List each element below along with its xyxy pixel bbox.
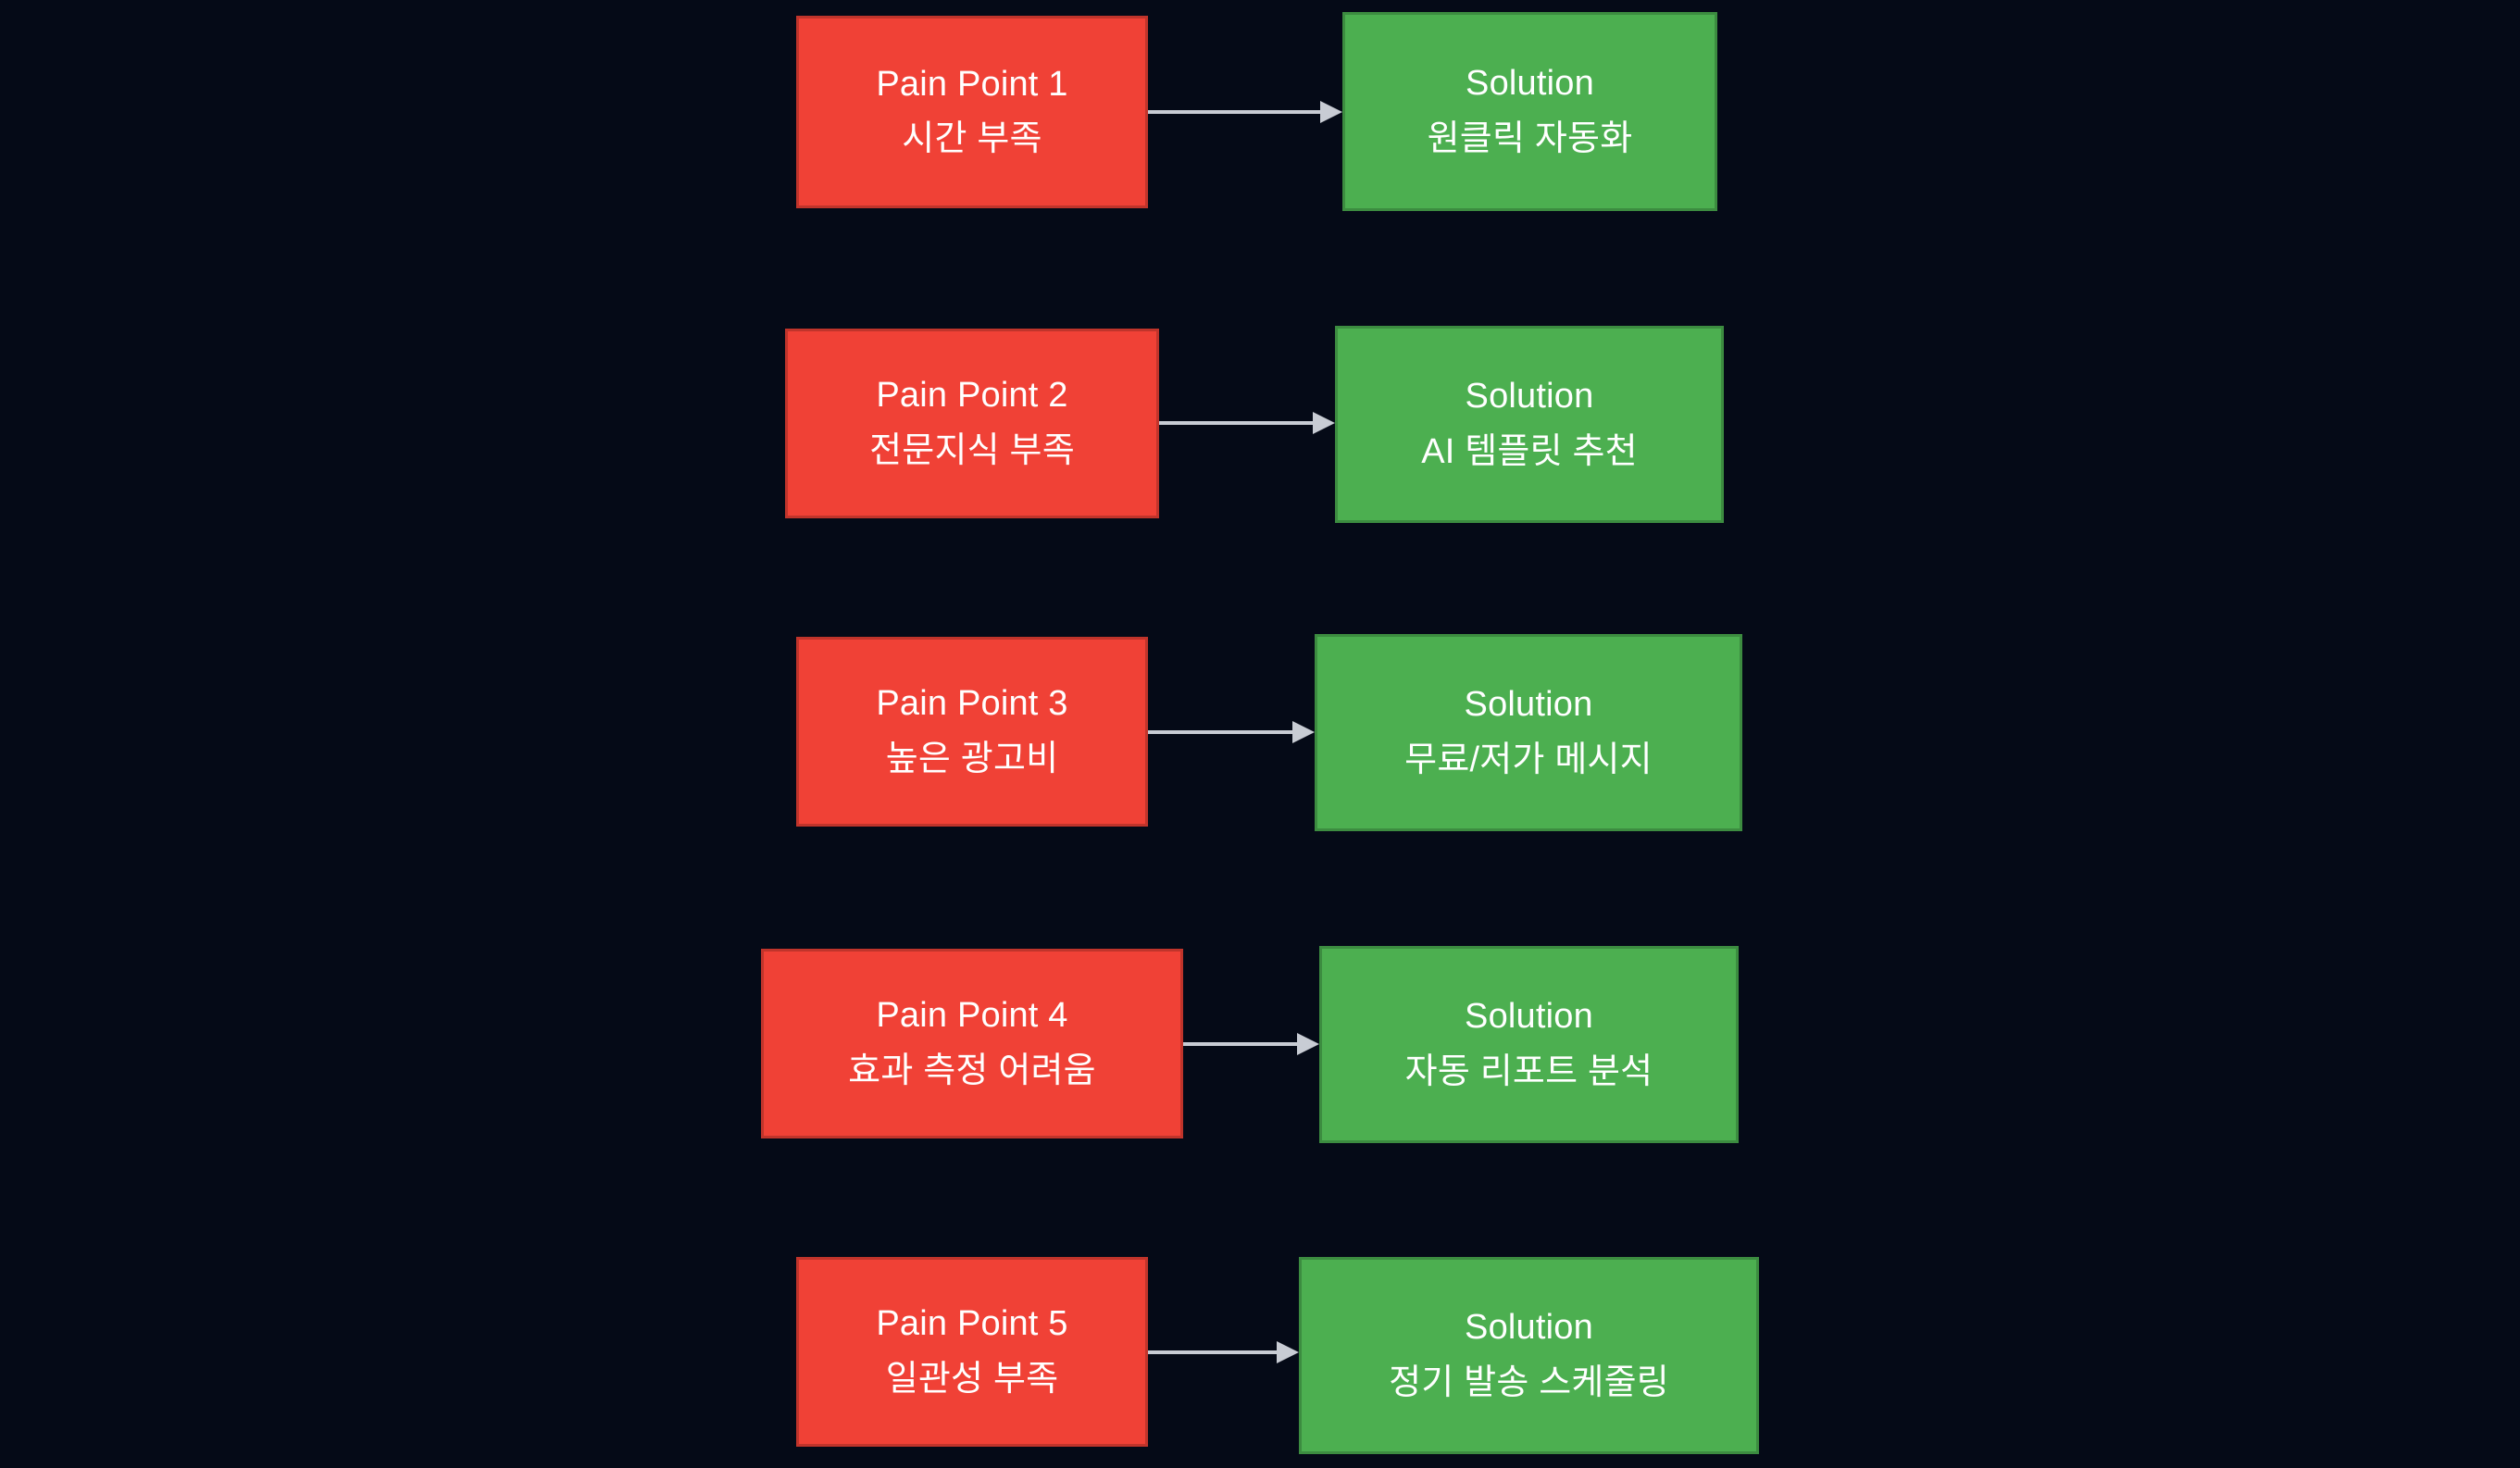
arrow-icon bbox=[1148, 721, 1315, 743]
pain-point-detail-5: 일관성 부족 bbox=[885, 1359, 1059, 1399]
pain-point-node-5[interactable]: Pain Point 5 일관성 부족 bbox=[796, 1257, 1148, 1447]
solution-node-2[interactable]: Solution AI 템플릿 추천 bbox=[1335, 326, 1724, 523]
arrow-pain-to-solution-2 bbox=[1159, 404, 1337, 442]
pain-point-title-5: Pain Point 5 bbox=[876, 1304, 1068, 1344]
pain-point-title-3: Pain Point 3 bbox=[876, 684, 1068, 724]
arrow-pain-to-solution-1 bbox=[1148, 93, 1344, 131]
arrow-pain-to-solution-3 bbox=[1148, 714, 1316, 751]
pain-point-title-4: Pain Point 4 bbox=[876, 996, 1068, 1036]
pain-point-detail-1: 시간 부족 bbox=[902, 119, 1042, 158]
pain-point-detail-2: 전문지식 부족 bbox=[869, 430, 1075, 470]
arrow-icon bbox=[1148, 1341, 1299, 1363]
arrow-icon bbox=[1148, 101, 1342, 123]
arrow-icon bbox=[1183, 1033, 1319, 1055]
solution-detail-2: AI 템플릿 추천 bbox=[1421, 431, 1638, 471]
arrow-pain-to-solution-4 bbox=[1183, 1026, 1321, 1063]
solution-title-1: Solution bbox=[1466, 64, 1594, 104]
pain-point-node-2[interactable]: Pain Point 2 전문지식 부족 bbox=[785, 329, 1159, 518]
solution-title-4: Solution bbox=[1465, 997, 1593, 1037]
arrow-pain-to-solution-5 bbox=[1148, 1334, 1301, 1371]
solution-title-3: Solution bbox=[1464, 685, 1593, 725]
solution-detail-1: 원클릭 자동화 bbox=[1427, 118, 1633, 158]
pain-point-detail-4: 효과 측정 어려움 bbox=[848, 1051, 1096, 1090]
solution-node-3[interactable]: Solution 무료/저가 메시지 bbox=[1315, 634, 1742, 831]
pain-point-node-1[interactable]: Pain Point 1 시간 부족 bbox=[796, 16, 1148, 208]
solution-detail-3: 무료/저가 메시지 bbox=[1404, 740, 1653, 779]
arrow-icon bbox=[1159, 412, 1335, 434]
solution-title-2: Solution bbox=[1465, 377, 1594, 417]
solution-detail-5: 정기 발송 스케줄링 bbox=[1389, 1362, 1669, 1402]
solution-detail-4: 자동 리포트 분석 bbox=[1404, 1051, 1653, 1091]
solution-node-1[interactable]: Solution 원클릭 자동화 bbox=[1342, 12, 1717, 211]
solution-node-4[interactable]: Solution 자동 리포트 분석 bbox=[1319, 946, 1739, 1143]
pain-point-detail-3: 높은 광고비 bbox=[885, 739, 1059, 778]
pain-point-node-3[interactable]: Pain Point 3 높은 광고비 bbox=[796, 637, 1148, 827]
solution-node-5[interactable]: Solution 정기 발송 스케줄링 bbox=[1299, 1257, 1759, 1454]
pain-point-title-2: Pain Point 2 bbox=[876, 376, 1068, 416]
pain-point-title-1: Pain Point 1 bbox=[876, 64, 1068, 104]
solution-title-5: Solution bbox=[1465, 1308, 1593, 1348]
pain-point-node-4[interactable]: Pain Point 4 효과 측정 어려움 bbox=[761, 949, 1183, 1138]
